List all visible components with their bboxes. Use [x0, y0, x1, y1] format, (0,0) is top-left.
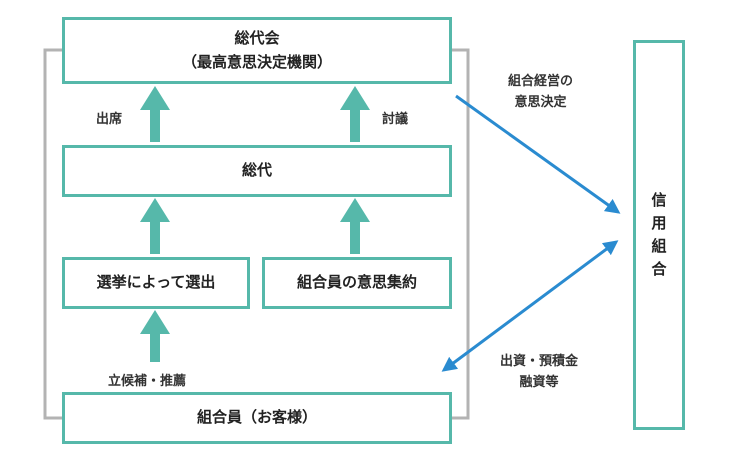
discussion-label: 討議	[382, 112, 409, 127]
general-meeting-title: 総代会	[234, 29, 280, 48]
delegates-label: 総代	[241, 161, 272, 180]
credit-union-char-2: 用	[651, 213, 667, 232]
up-arrow-discussion	[340, 86, 370, 142]
up-arrow-candidacy	[140, 310, 170, 362]
funds-label-line-1: 出資・預積金	[500, 354, 579, 369]
credit-union-char-3: 組	[651, 237, 667, 255]
credit-union-char-1: 信	[651, 190, 667, 209]
credit-union-char-4: 合	[651, 260, 667, 279]
funds-arrow	[441, 240, 619, 372]
intent-box: 組合員の意思集約	[262, 257, 452, 309]
election-label: 選挙によって選出	[96, 273, 216, 292]
funds-label-line-2: 融資等	[519, 374, 559, 390]
left-bracket-line	[43, 48, 62, 420]
general-meeting-subtitle: （最高意思決定機関）	[181, 52, 332, 71]
decision-label: 組合経営の 意思決定	[508, 72, 573, 114]
up-arrow-election	[140, 198, 170, 254]
election-box: 選挙によって選出	[62, 257, 250, 309]
members-box: 組合員（お客様）	[62, 392, 452, 444]
right-bracket-line	[452, 48, 470, 420]
up-arrow-intent	[340, 198, 370, 254]
attendance-label: 出席	[96, 112, 123, 127]
candidacy-label: 立候補・推薦	[108, 374, 187, 389]
general-meeting-box: 総代会 （最高意思決定機関）	[62, 17, 452, 84]
decision-label-line-1: 組合経営の	[508, 74, 574, 89]
credit-union-box: 信 用 組 合	[633, 40, 685, 430]
delegates-box: 総代	[62, 145, 452, 197]
decision-label-line-2: 意思決定	[514, 94, 567, 110]
up-arrow-attendance	[140, 86, 170, 142]
decision-arrow	[455, 94, 621, 214]
funds-label: 出資・預積金 融資等	[500, 352, 578, 394]
intent-label: 組合員の意思集約	[296, 273, 417, 292]
members-label: 組合員（お客様）	[196, 408, 317, 427]
